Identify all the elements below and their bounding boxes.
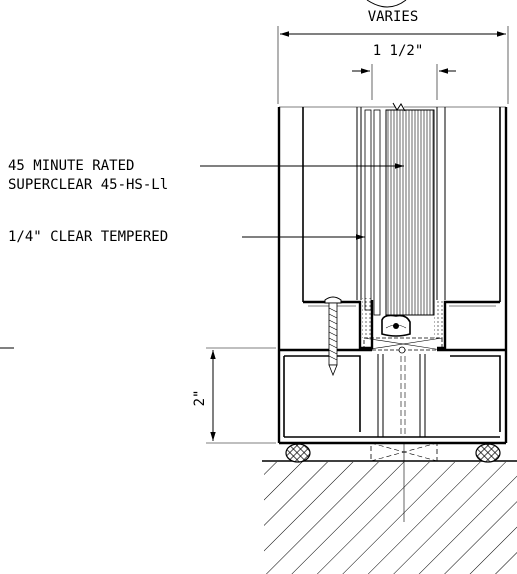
- sealant-bead-right: [475, 443, 501, 463]
- glass-assembly: [362, 109, 444, 354]
- frame-section: [277, 102, 508, 445]
- ground-hatch: [262, 460, 517, 574]
- height-label: 2": [192, 390, 208, 407]
- sill-shims: [370, 442, 438, 522]
- sealant-bead-left: [285, 443, 311, 463]
- detail-bubble-arc: [366, 0, 407, 8]
- tempered-glass-callout: 1/4" CLEAR TEMPERED: [8, 229, 365, 245]
- rated-glass-callout: 45 MINUTE RATED SUPERCLEAR 45-HS-Ll: [8, 158, 404, 193]
- tempered-glass-label: 1/4" CLEAR TEMPERED: [8, 229, 168, 245]
- glass-width-label: 1 1/2": [373, 43, 424, 59]
- height-dimension: 2": [192, 347, 276, 444]
- rated-glass-label-line1: 45 MINUTE RATED: [8, 158, 134, 174]
- varies-dimension: VARIES: [277, 9, 509, 104]
- varies-label: VARIES: [368, 9, 419, 25]
- rated-glass-label-line2: SUPERCLEAR 45-HS-Ll: [8, 177, 168, 193]
- anchor-screw: [324, 296, 342, 377]
- glass-width-dimension: 1 1/2": [352, 43, 456, 100]
